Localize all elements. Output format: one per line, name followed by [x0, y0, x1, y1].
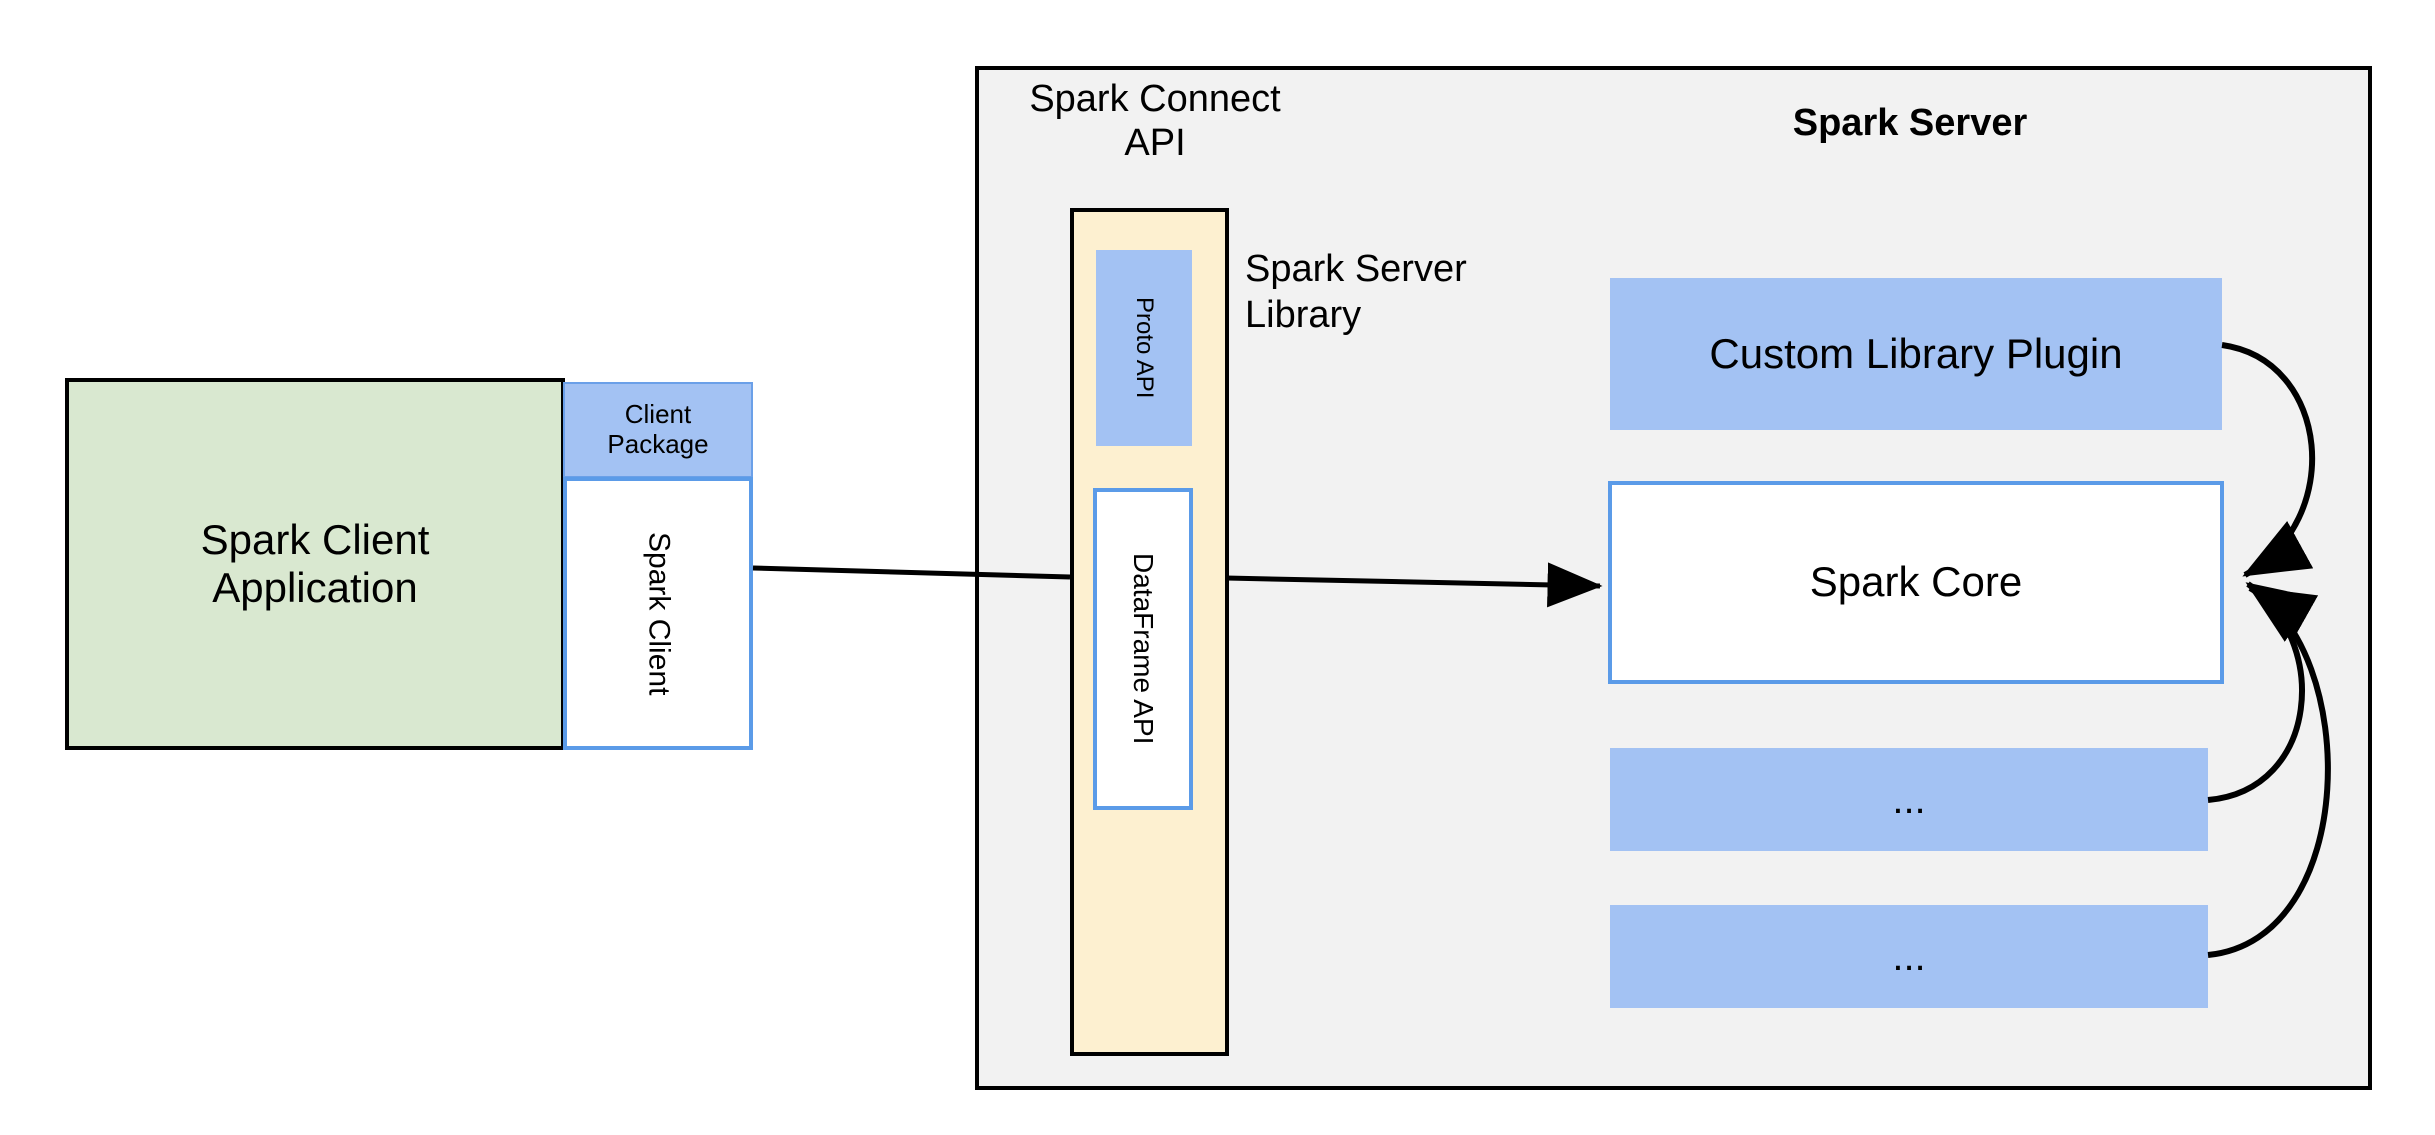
ellipsis-box-2[interactable]: ... — [1610, 905, 2208, 1008]
spark-server-title: Spark Server — [1792, 102, 2028, 145]
spark-core-box[interactable]: Spark Core — [1608, 481, 2224, 684]
proto-api-label: Proto API — [1130, 297, 1158, 399]
dataframe-api-box[interactable]: DataFrame API — [1093, 488, 1193, 810]
proto-api-box[interactable]: Proto API — [1096, 250, 1192, 446]
spark-client-label: Spark Client — [642, 531, 676, 696]
ellipsis-box-1[interactable]: ... — [1610, 748, 2208, 851]
spark-client-box[interactable]: Spark Client — [563, 477, 753, 750]
dataframe-api-label: DataFrame API — [1128, 553, 1160, 745]
custom-library-plugin-box[interactable]: Custom Library Plugin — [1610, 278, 2222, 430]
